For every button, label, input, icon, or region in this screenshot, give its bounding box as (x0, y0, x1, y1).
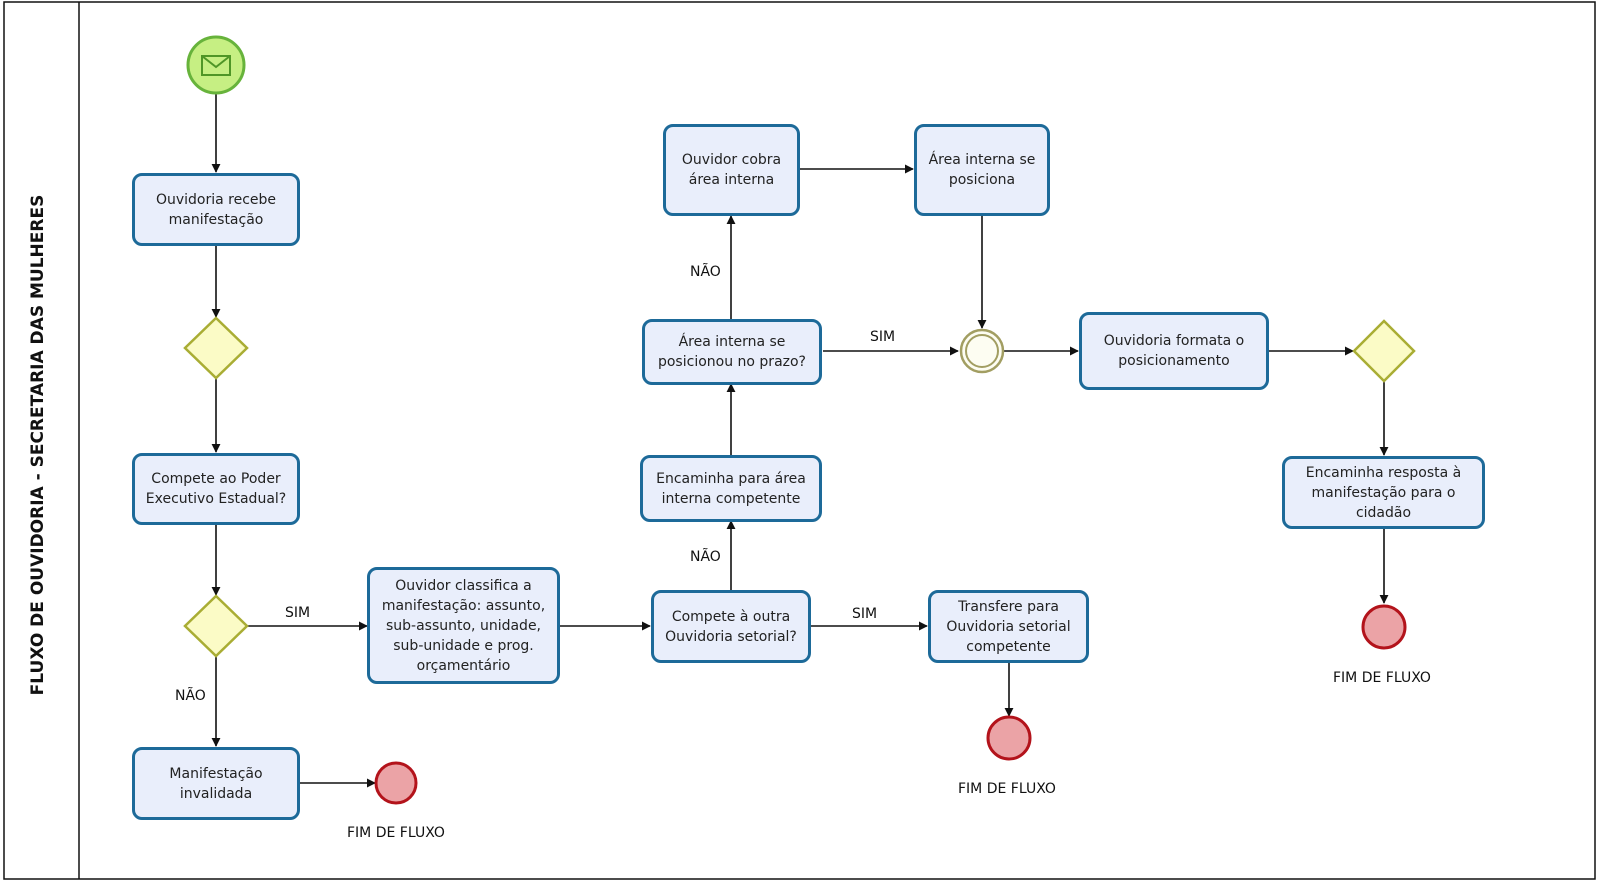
envelope-icon (201, 55, 231, 76)
task-compete-outra: Compete à outra Ouvidoria setorial? (651, 590, 811, 663)
flow-label-sim: SIM (852, 606, 878, 622)
task-label: Ouvidoria formata o posicionamento (1103, 333, 1245, 369)
end-label: FIM DE FLUXO (1333, 670, 1431, 686)
task-encaminha-resposta: Encaminha resposta à manifestação para o… (1282, 456, 1485, 529)
task-label: Manifestação invalidada (169, 765, 263, 802)
gateway-2 (183, 594, 249, 658)
task-encaminha-area: Encaminha para área interna competente (640, 455, 822, 522)
pool-frame (3, 1, 1596, 880)
task-label: Encaminha para área interna competente (656, 470, 806, 507)
task-label: Área interna se posicionou no prazo? (657, 334, 806, 370)
task-label: Ouvidor classifica a manifestação: assun… (381, 577, 546, 674)
gateway-3 (1352, 319, 1416, 383)
task-label: Compete ao Poder Executivo Estadual? (145, 471, 287, 507)
task-ouvidor-cobra: Ouvidor cobra área interna (663, 124, 800, 216)
task-label: Encaminha resposta à manifestação para o… (1305, 464, 1462, 521)
gateway-1 (183, 316, 249, 380)
task-posicionou-prazo: Área interna se posicionou no prazo? (642, 319, 822, 385)
pool-title: FLUXO DE OUVIDORIA - SECRETARIA DAS MULH… (28, 194, 48, 696)
flow-label-nao: NÃO (175, 688, 206, 704)
end-event-resposta (1361, 604, 1407, 650)
task-label: Transfere para Ouvidoria setorial compet… (946, 598, 1071, 655)
task-area-se-posiciona: Área interna se posiciona (914, 124, 1050, 216)
task-formata: Ouvidoria formata o posicionamento (1079, 312, 1269, 390)
end-label: FIM DE FLUXO (958, 781, 1056, 797)
flow-label-nao: NÃO (690, 264, 721, 280)
start-message-event (186, 35, 246, 95)
intermediate-event (959, 328, 1005, 374)
task-transfere: Transfere para Ouvidoria setorial compet… (928, 590, 1089, 663)
task-ouvidoria-recebe: Ouvidoria recebe manifestação (132, 173, 300, 246)
task-label: Área interna se posiciona (928, 152, 1036, 188)
end-event-transfere (986, 715, 1032, 761)
flow-label-sim: SIM (285, 605, 311, 621)
task-ouvidor-classifica: Ouvidor classifica a manifestação: assun… (367, 567, 560, 684)
task-label: Compete à outra Ouvidoria setorial? (665, 608, 797, 645)
end-label: FIM DE FLUXO (347, 825, 445, 841)
end-event-invalida (374, 761, 418, 805)
flow-label-sim: SIM (870, 329, 896, 345)
task-manifestacao-invalidada: Manifestação invalidada (132, 747, 300, 820)
task-label: Ouvidoria recebe manifestação (155, 191, 277, 228)
sequence-flows (211, 94, 1389, 788)
flow-label-nao: NÃO (690, 549, 721, 565)
task-label: Ouvidor cobra área interna (681, 152, 782, 188)
task-compete-poder: Compete ao Poder Executivo Estadual? (132, 453, 300, 525)
